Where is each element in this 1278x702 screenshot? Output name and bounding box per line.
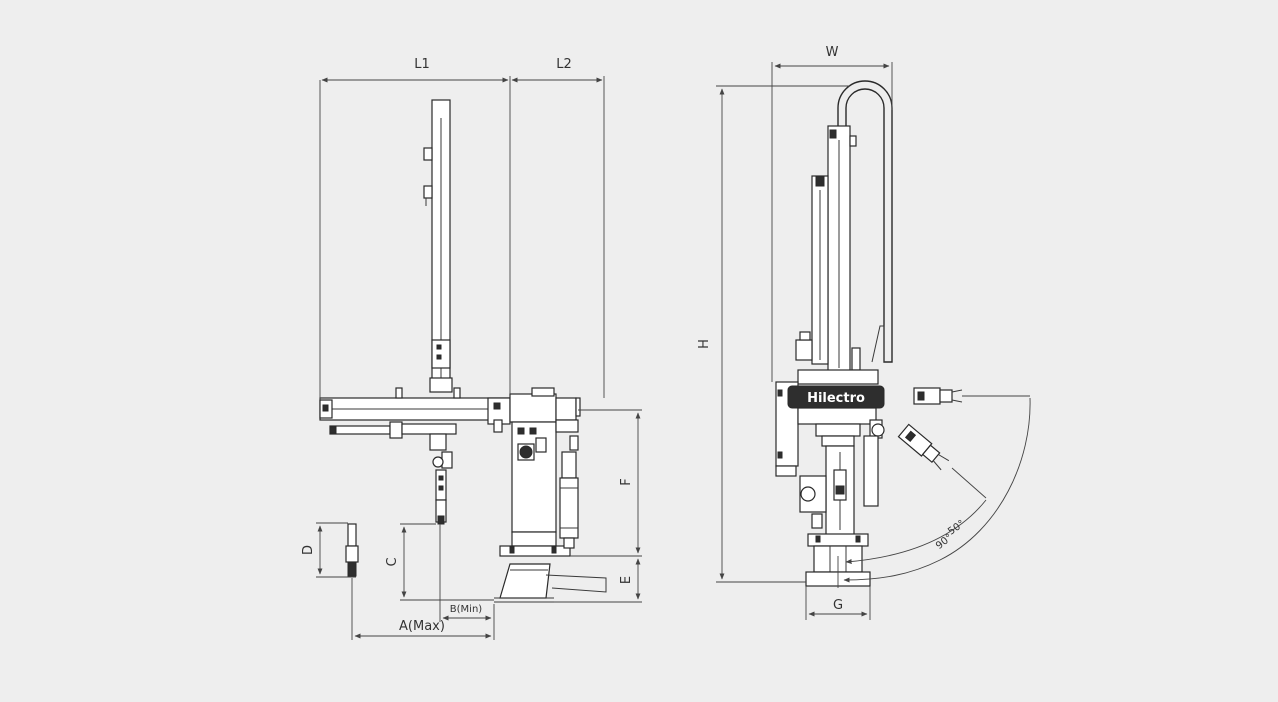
gripper-assembly [429, 433, 453, 525]
horizontal-beam [319, 387, 511, 439]
pneumatic-cylinder [559, 435, 579, 549]
front-dimension-lines [716, 62, 893, 620]
label-l1: L1 [414, 57, 430, 72]
label-c: C [385, 557, 400, 566]
label-f: F [619, 478, 634, 485]
lower-assembly [799, 445, 871, 587]
label-g: G [833, 598, 843, 613]
label-e: E [619, 576, 634, 584]
swivel-grippers [897, 387, 963, 471]
vertical-arm [423, 99, 453, 393]
label-a-max: A(Max) [399, 619, 445, 634]
gripper-tool [345, 523, 359, 577]
dimension-lines [316, 76, 642, 640]
label-w: W [826, 45, 839, 60]
label-l2: L2 [556, 57, 572, 72]
label-b-min: B(Min) [450, 604, 483, 615]
front-view: Hilectro [697, 45, 1031, 620]
rotation-arcs [837, 395, 1031, 588]
label-h: H [697, 339, 712, 349]
carriage: Hilectro [775, 331, 885, 507]
pedestal [494, 563, 607, 603]
vertical-column [811, 125, 885, 375]
label-d: D [301, 545, 316, 555]
brand-logo: Hilectro [807, 391, 865, 406]
side-view: L1 L2 D C F E B(Min) A(Max) [301, 57, 642, 640]
base-housing [499, 387, 581, 557]
